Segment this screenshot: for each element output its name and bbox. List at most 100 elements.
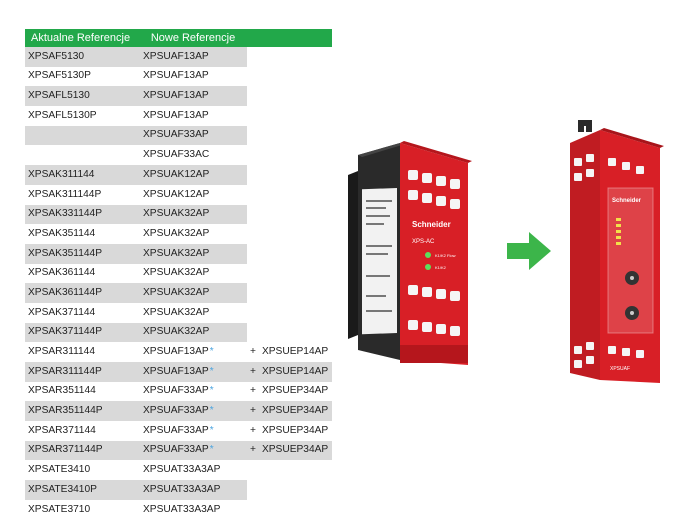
old-device-led1-label: K1/K2 Flow	[435, 253, 456, 258]
current-reference-cell: XPSAK361144	[28, 267, 96, 279]
additional-module-cell	[247, 480, 332, 500]
current-reference-cell: XPSAK351144	[28, 227, 96, 239]
current-reference-cell: XPSAK311144P	[28, 188, 102, 200]
new-reference-text: XPSUAF33AP	[143, 405, 209, 417]
current-reference-cell: XPSAF5130	[25, 47, 140, 67]
additional-module-cell	[247, 264, 332, 284]
new-device-model: XPSUAF	[610, 366, 630, 372]
header-spacer	[247, 29, 333, 47]
new-reference-text: XPSUAK32AP	[143, 306, 210, 318]
reference-table: Aktualne Referencje Nowe Referencje XPSA…	[25, 29, 333, 520]
new-reference-text: XPSUAF13AP	[143, 50, 209, 62]
new-reference-text: XPSUAF13AP	[143, 90, 209, 102]
new-reference-text: XPSUAK12AP	[143, 168, 210, 180]
table-row: XPSAK351144 XPSUAK32AP	[25, 224, 332, 244]
additional-module-cell	[247, 67, 332, 87]
current-reference-cell: XPSAR371144	[28, 424, 96, 436]
plus-sign: +	[250, 346, 256, 358]
new-reference-text: XPSUAT33A3AP	[143, 483, 221, 495]
table-row: XPSAFL5130P XPSUAF13AP	[25, 106, 332, 126]
new-reference-cell: XPSUAK32AP	[140, 283, 247, 303]
additional-module-text: XPSUEP34AP	[261, 405, 329, 417]
new-reference-cell: XPSUAF33AP*	[140, 440, 247, 461]
current-reference-cell: XPSAF5130P	[28, 70, 91, 82]
new-reference-text: XPSUAK32AP	[143, 326, 210, 338]
new-reference-cell: XPSUAK32AP	[140, 243, 247, 264]
current-reference-cell	[25, 125, 140, 146]
new-reference-text: XPSUAF13AP	[143, 365, 209, 377]
current-reference-cell: XPSAK311144	[25, 165, 140, 185]
additional-module-text: XPSUEP34AP	[261, 444, 329, 456]
plus-sign: +	[250, 424, 256, 436]
new-reference-cell: XPSUAF33AP*	[140, 421, 247, 441]
current-reference-cell: XPSAR311144P	[25, 362, 140, 382]
current-reference-cell: XPSATE3710	[28, 503, 91, 515]
right-arrow-icon	[507, 232, 551, 270]
additional-module-cell	[247, 185, 332, 205]
new-reference-cell: XPSUAK32AP	[140, 322, 247, 343]
footnote-star: *	[209, 346, 214, 358]
new-reference-text: XPSUAF33AC	[143, 149, 210, 161]
new-reference-cell: XPSUAT33A3AP	[140, 480, 247, 500]
additional-module-cell	[247, 303, 332, 323]
additional-module-cell	[247, 165, 332, 185]
additional-module-cell: +XPSUEP14AP	[247, 362, 333, 382]
current-reference-cell: XPSATE3410P	[25, 480, 140, 500]
additional-module-cell: +XPSUEP34AP	[247, 440, 333, 461]
additional-module-cell	[247, 323, 332, 343]
new-reference-cell: XPSUAK32AP	[140, 204, 247, 225]
current-reference-cell: XPSAR351144P	[25, 401, 140, 422]
footnote-star: *	[209, 424, 214, 436]
table-header-row: Aktualne Referencje Nowe Referencje	[25, 29, 333, 47]
footnote-star: *	[209, 365, 214, 377]
table-row: XPSAK361144 XPSUAK32AP	[25, 264, 332, 284]
new-reference-cell: XPSUAT33A3AP	[140, 500, 247, 520]
new-reference-cell: XPSUAK12AP	[140, 165, 247, 185]
additional-module-cell	[247, 47, 332, 67]
additional-module-cell	[247, 224, 332, 244]
additional-module-cell	[247, 244, 332, 264]
additional-module-cell	[247, 106, 332, 126]
additional-module-cell	[247, 460, 332, 480]
additional-module-cell	[247, 86, 332, 106]
additional-module-cell: +XPSUEP34AP	[247, 382, 332, 402]
additional-module-cell: +XPSUEP34AP	[247, 401, 333, 422]
new-reference-cell: XPSUAF13AP	[140, 106, 247, 126]
old-device-brand: Schneider	[412, 220, 451, 229]
additional-module-cell	[247, 145, 332, 165]
additional-module-cell: +XPSUEP34AP	[247, 421, 332, 441]
new-reference-text: XPSUAF13AP	[143, 346, 209, 358]
current-reference-cell: XPSAFL5130P	[28, 109, 97, 121]
new-reference-cell: XPSUAK32AP	[140, 224, 247, 244]
safety-relay-old-image: Schneider XPS-AC K1/K2 Flow K1/K2	[348, 141, 472, 365]
new-reference-cell: XPSUAK32AP	[140, 264, 247, 284]
old-device-led2-label: K1/K2	[435, 265, 447, 270]
current-reference-cell	[25, 145, 140, 165]
new-reference-cell: XPSUAF33AC	[140, 145, 247, 165]
current-reference-cell: XPSAK331144P	[25, 204, 140, 225]
additional-module-cell	[247, 205, 332, 225]
current-reference-cell: XPSAR371144P	[25, 440, 140, 461]
footnote-star: *	[209, 405, 214, 417]
old-device-model: XPS-AC	[412, 239, 435, 245]
new-reference-cell: XPSUAF13AP*	[140, 342, 247, 362]
safety-relay-new-image: Schneider XPSUAF	[570, 120, 664, 383]
plus-sign: +	[250, 385, 256, 397]
additional-module-cell	[247, 283, 332, 303]
new-reference-text: XPSUAF33AP	[143, 385, 209, 397]
new-reference-text: XPSUAF33AP	[143, 129, 209, 141]
new-reference-text: XPSUAF33AP	[143, 424, 209, 436]
